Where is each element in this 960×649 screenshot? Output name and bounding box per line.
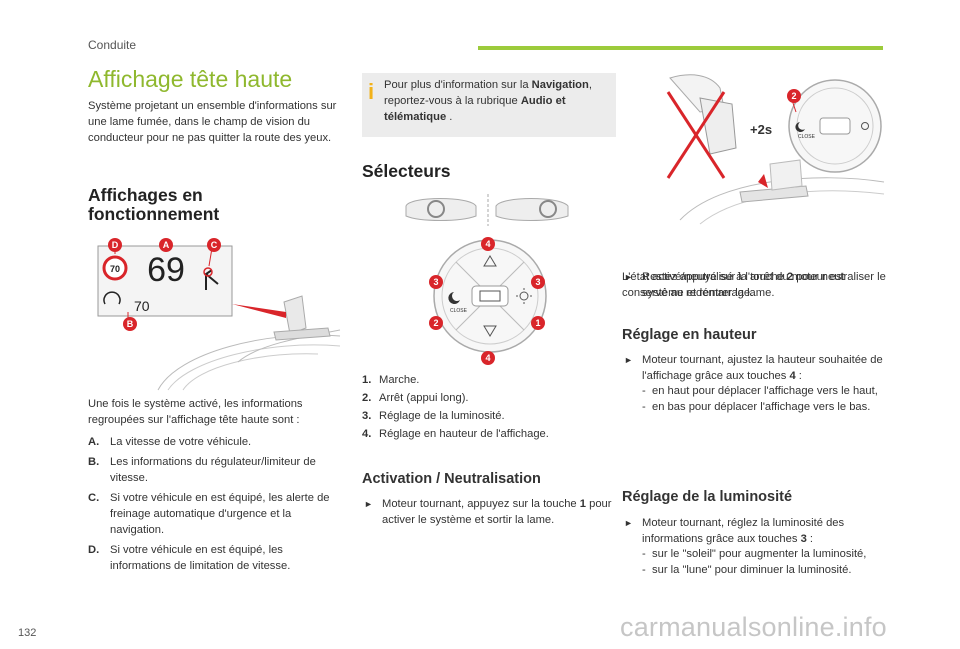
up-arrow-icon (483, 255, 497, 267)
restez-note: L'état activé/neutralisé à l'arrêt du mo… (622, 271, 845, 299)
steering-wheel-icon (427, 200, 445, 218)
list-item: D.Si votre véhicule en est équipé, les i… (88, 544, 291, 572)
close-label: CLOSE (798, 134, 816, 140)
list-item: C.Si votre véhicule en est équipé, les a… (88, 492, 330, 536)
intro-text: Système projetant un ensemble d'informat… (88, 100, 337, 144)
moon-icon (795, 122, 805, 132)
watermark: carmanualsonline.info (620, 612, 887, 642)
section-label: Conduite (88, 38, 137, 52)
close-label: CLOSE (450, 308, 468, 314)
bullet-arrow-icon: ► (624, 518, 633, 528)
hauteur-block: ►Moteur tournant, ajustez la hauteur sou… (622, 353, 884, 415)
dash-item: -sur le "soleil" pour augmenter la lumin… (642, 548, 867, 560)
steering-wheel-icon (539, 200, 557, 218)
info-icon: i (368, 79, 375, 104)
list-item: B.Les informations du régulateur/limiteu… (88, 456, 316, 484)
affichages-lead: Une fois le système activé, les informat… (88, 398, 303, 426)
dash-item: -en bas pour déplacer l'affichage vers l… (642, 400, 871, 413)
activation-text: ►Moteur tournant, appuyez sur la touche … (364, 498, 612, 526)
speed-value: 69 (147, 251, 185, 289)
sun-icon (861, 122, 869, 130)
header-accent-bar (478, 46, 883, 50)
badge-4-top: 4 (485, 239, 490, 249)
bullet-arrow-icon: ► (364, 499, 373, 509)
press-duration: +2s (750, 122, 772, 137)
selecteurs-heading: Sélecteurs (362, 161, 451, 181)
bullet-arrow-icon: ► (624, 355, 633, 365)
hauteur-heading: Réglage en hauteur (622, 327, 757, 343)
hauteur-text: ►Moteur tournant, ajustez la hauteur sou… (624, 354, 883, 382)
luminosite-text: ►Moteur tournant, réglez la luminosité d… (624, 517, 845, 545)
bullet-arrow-icon: ► (624, 272, 633, 282)
sun-icon (516, 288, 532, 304)
badge-c: C (211, 240, 218, 250)
badge-d: D (112, 240, 119, 250)
restez-text: ►Restez appuyé sur la touche 2 pour neut… (624, 271, 886, 299)
hud-figure: 70 69 70 D A C B (97, 238, 341, 391)
dash-item: -sur la "lune" pour diminuer la luminosi… (642, 563, 852, 576)
badge-b: B (127, 319, 134, 329)
badge-2: 2 (433, 318, 438, 328)
down-arrow-icon (758, 174, 768, 188)
list-item: 3.Réglage de la luminosité. (362, 410, 505, 422)
affichages-list: A.La vitesse de votre véhicule. B.Les in… (88, 434, 343, 578)
list-item: 2.Arrêt (appui long). (362, 392, 469, 404)
badge-1: 1 (535, 318, 540, 328)
badge-4-bottom: 4 (485, 353, 490, 363)
info-text: Pour plus d'information sur la Navigatio… (384, 79, 592, 123)
affichages-heading: Affichages en fonctionnement (88, 185, 220, 224)
cruise-control-icon (103, 291, 121, 305)
info-box: i Pour plus d'information sur la Navigat… (362, 73, 616, 137)
badge-a: A (163, 240, 170, 250)
page-number: 132 (18, 627, 37, 639)
page-title: Affichage tête haute (88, 66, 293, 92)
selecteurs-list: 1.Marche. 2.Arrêt (appui long). 3.Réglag… (362, 372, 612, 444)
brake-alert-icon (203, 267, 213, 277)
badge-3-right: 3 (535, 277, 540, 287)
luminosite-block: ►Moteur tournant, réglez la luminosité d… (622, 516, 884, 578)
badge-3-left: 3 (433, 277, 438, 287)
moon-icon (448, 292, 460, 304)
dash-item: -en haut pour déplacer l'affichage vers … (642, 385, 878, 397)
list-item: 4.Réglage en hauteur de l'affichage. (362, 428, 549, 440)
cruise-value: 70 (134, 298, 150, 314)
badge-2: 2 (791, 91, 796, 101)
press-figure: +2s CLOSE 2 (666, 74, 885, 225)
luminosite-heading: Réglage de la luminosité (622, 489, 793, 505)
list-item: 1.Marche. (362, 374, 420, 386)
selector-figure: CLOSE 4 3 3 2 1 4 (405, 194, 569, 365)
limit-sign-value: 70 (110, 264, 120, 274)
activation-heading: Activation / Neutralisation (362, 471, 541, 487)
list-item: A.La vitesse de votre véhicule. (88, 436, 252, 448)
down-arrow-icon (483, 325, 497, 337)
